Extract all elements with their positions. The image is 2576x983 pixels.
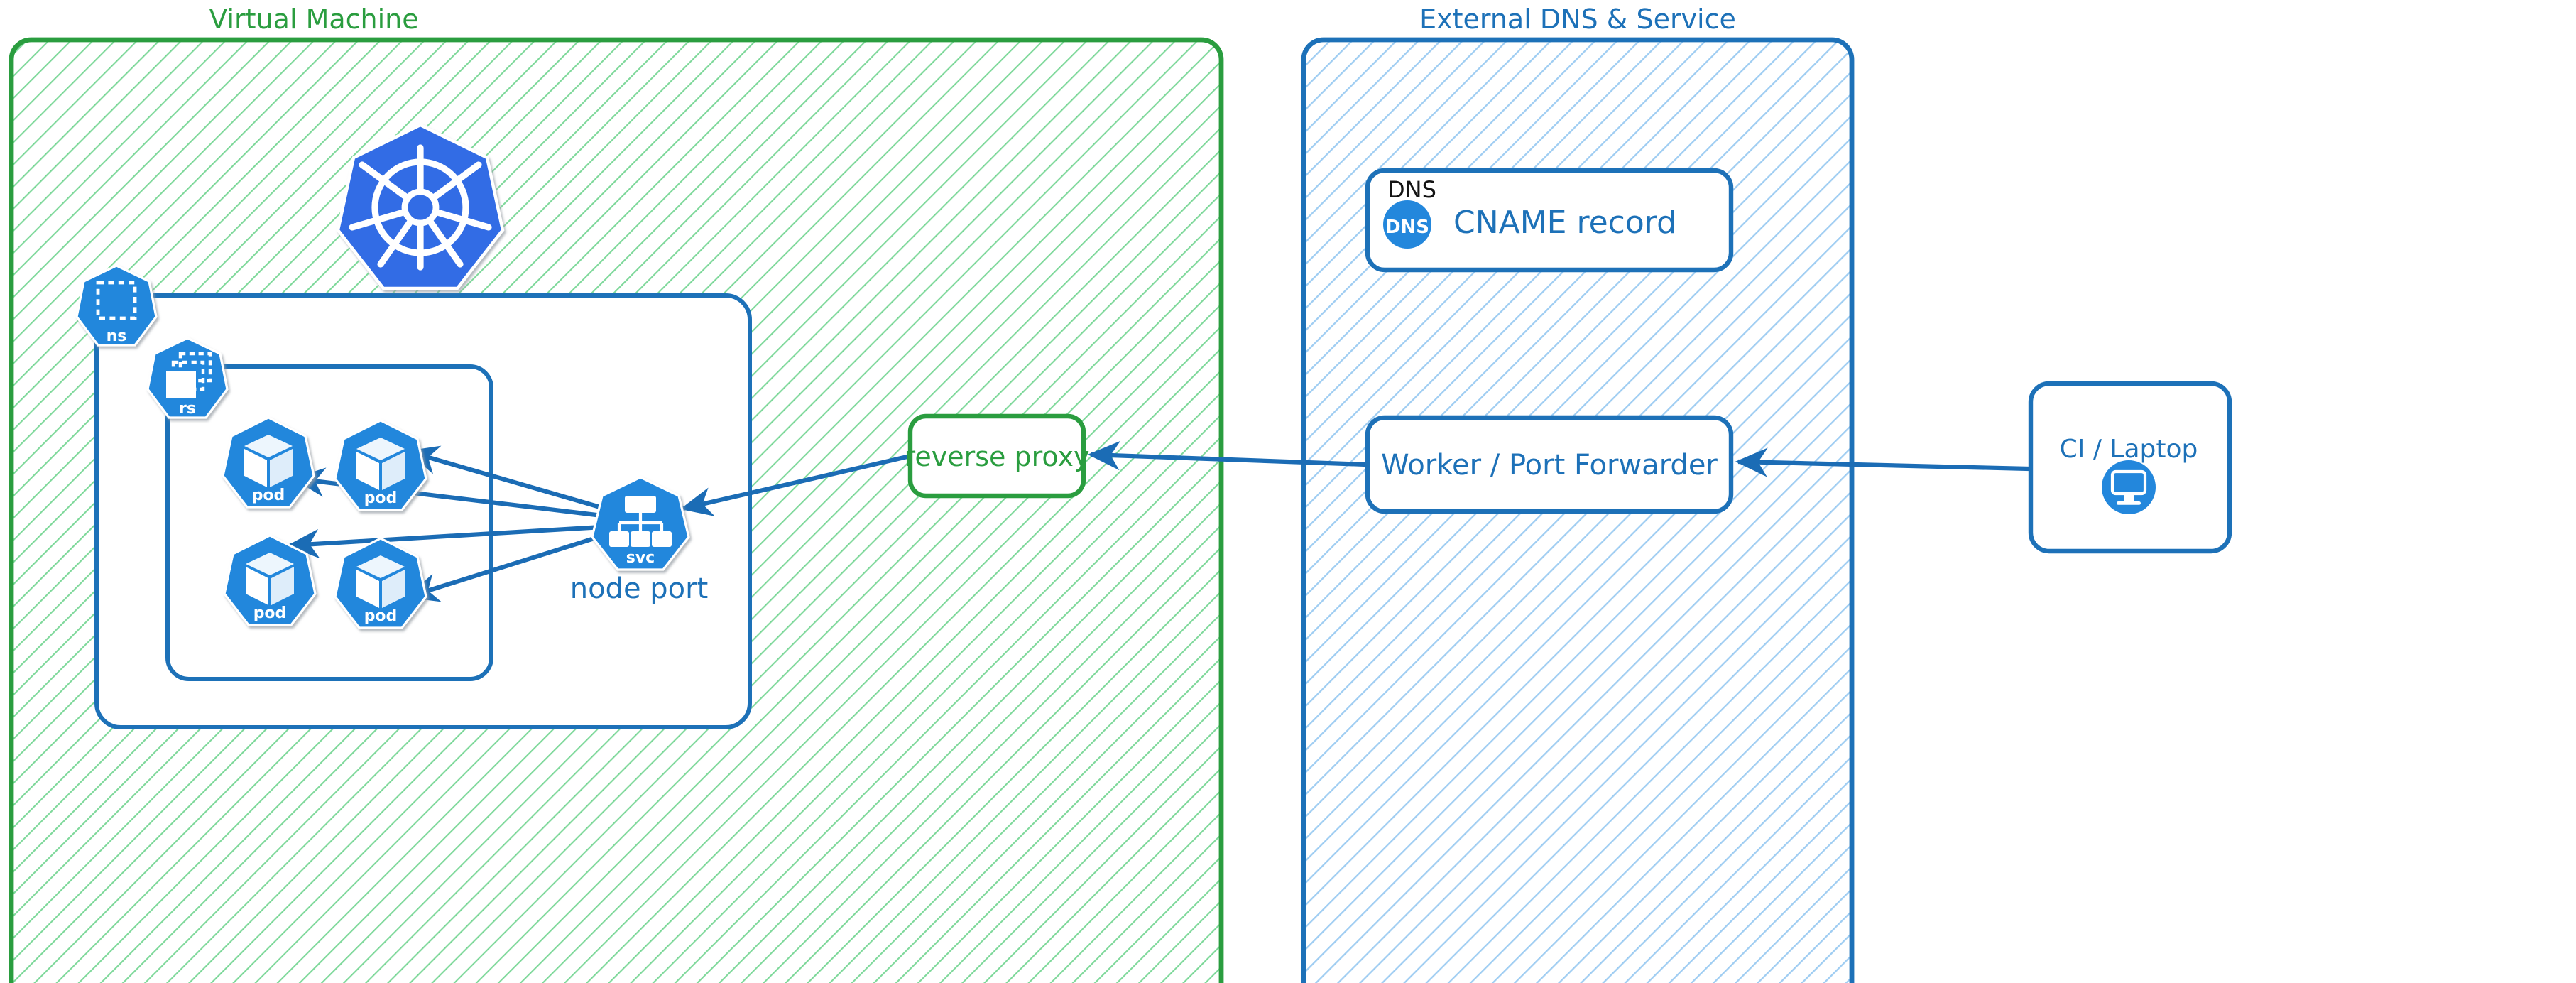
ci-laptop-label: CI / Laptop	[2060, 435, 2198, 464]
edge-svc-to-pod-4[interactable]	[406, 532, 608, 602]
vm-group-border[interactable]	[9, 37, 1224, 983]
node-port-label: node port	[570, 572, 709, 605]
pod-4-label: pod	[364, 607, 398, 625]
ext-group-border[interactable]	[1301, 37, 1855, 983]
dns-card[interactable]	[1365, 168, 1734, 273]
pod-1[interactable]	[222, 416, 315, 509]
pod-2[interactable]	[334, 419, 427, 511]
worker-port-forwarder-label: Worker / Port Forwarder	[1381, 449, 1718, 482]
desktop-monitor-icon	[2102, 460, 2156, 514]
reverse-proxy-box[interactable]	[907, 413, 1086, 499]
dns-badge-label: DNS	[1385, 217, 1429, 238]
replicaset-icon-label: rs	[179, 400, 196, 418]
pod-3[interactable]	[223, 534, 317, 626]
dns-card-tag: DNS	[1387, 176, 1436, 203]
kubernetes-logo-icon	[336, 123, 505, 290]
connections	[286, 440, 2030, 602]
service-icon-label: svc	[626, 549, 655, 567]
pod-1-label: pod	[252, 487, 285, 504]
reverse-proxy-rect[interactable]	[907, 413, 1086, 499]
edge-svc-to-pod-2[interactable]	[406, 445, 606, 511]
pod-3-label: pod	[253, 604, 287, 622]
worker-port-forwarder-box[interactable]	[1365, 415, 1734, 514]
namespace-icon-label: ns	[107, 327, 127, 345]
pod-2-label: pod	[364, 489, 398, 507]
dns-card-rect[interactable]	[1365, 168, 1734, 273]
vm-group-title: Virtual Machine	[209, 4, 418, 35]
edge-svc-to-pod-3[interactable]	[286, 524, 603, 559]
edge-reverse-proxy-to-svc[interactable]	[680, 453, 911, 516]
ci-laptop-box[interactable]	[2028, 381, 2232, 554]
service-icon[interactable]	[591, 476, 690, 571]
edge-worker-to-reverse-proxy[interactable]	[1087, 440, 1367, 471]
reverse-proxy-label: reverse proxy	[905, 441, 1090, 472]
replicaset-icon[interactable]	[146, 337, 229, 419]
dns-card-label: CNAME record	[1453, 205, 1676, 241]
worker-rect[interactable]	[1365, 415, 1734, 514]
namespace-icon[interactable]	[75, 264, 158, 347]
edge-ci-laptop-to-worker[interactable]	[1735, 447, 2030, 477]
dns-badge-icon	[1383, 200, 1431, 249]
ext-group-title: External DNS & Service	[1419, 4, 1736, 35]
pod-4[interactable]	[334, 537, 427, 629]
